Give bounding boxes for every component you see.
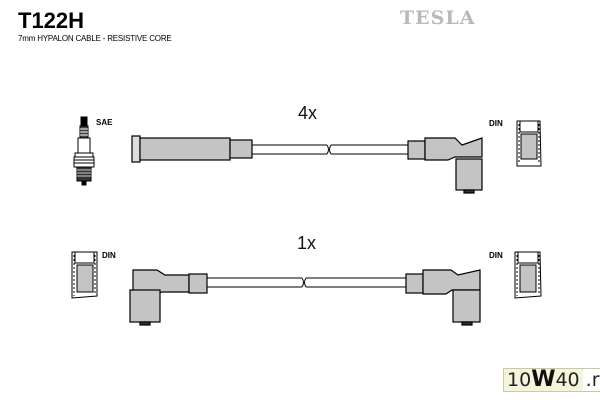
part-number: T122H <box>18 8 85 33</box>
cable-2-right-din-socket-icon <box>514 251 542 299</box>
watermark-suffix: 40 <box>555 369 580 391</box>
watermark-w: W <box>531 367 556 392</box>
cable-1-wire <box>252 144 408 155</box>
cable-2-right-label: DIN <box>489 251 503 260</box>
cable-1 <box>131 120 542 194</box>
cable-1-din-socket-icon <box>516 120 542 167</box>
cable-1-quantity: 4x <box>298 103 318 123</box>
cable-2-wire <box>207 277 406 288</box>
cable-2-left-angled-boot <box>129 269 208 326</box>
site-watermark: 10W40 .ru <box>503 368 600 392</box>
cable-description: 7mm HYPALON CABLE - RESISTIVE CORE <box>18 34 172 43</box>
cable-2-quantity: 1x <box>297 233 317 253</box>
brand-logo: TESLA <box>400 7 476 29</box>
cable-2-left-din-socket-icon <box>71 251 98 299</box>
cable-1-right-label: DIN <box>489 119 503 128</box>
watermark-prefix: 10 <box>507 369 532 391</box>
watermark-main: 10W40 <box>504 369 583 391</box>
cable-2-right-angled-boot <box>405 269 481 326</box>
cable-2 <box>71 251 542 326</box>
cable-2-left-label: DIN <box>102 251 116 260</box>
cable-1-angled-boot <box>407 137 483 194</box>
cable-1-straight-boot <box>131 135 253 163</box>
watermark-tld: .ru <box>582 369 600 391</box>
cable-1-left-label: SAE <box>96 118 113 127</box>
spark-plug-icon <box>73 116 95 186</box>
